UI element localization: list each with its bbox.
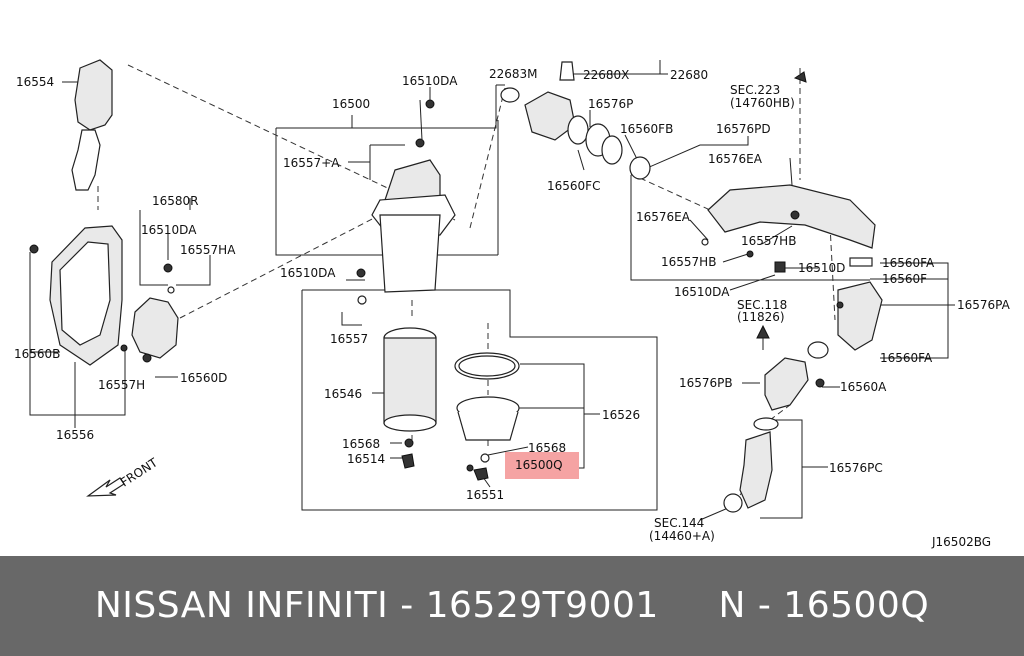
footer-bar: NISSAN INFINITI - 16529T9001 N - 16500Q <box>0 556 1024 656</box>
footer-part-number: NISSAN INFINITI - 16529T9001 N - 16500Q <box>94 585 930 626</box>
label-22680: 22680 <box>670 68 708 82</box>
label-sec118-ref: (11826) <box>737 310 785 324</box>
label-16560A: 16560A <box>840 380 887 394</box>
label-16576PA: 16576PA <box>957 298 1011 312</box>
parts-diagram: 16554 16510DA 22683M 22680X 22680 16500 … <box>14 59 1011 549</box>
label-16576P: 16576P <box>588 97 633 111</box>
label-16526: 16526 <box>602 408 640 422</box>
front-arrow-icon <box>86 477 125 497</box>
label-16557HB-left: 16557HB <box>661 255 716 269</box>
part-16580R <box>131 297 179 359</box>
label-16560FB: 16560FB <box>620 122 673 136</box>
label-16576EA-left: 16576EA <box>636 210 691 224</box>
label-16580R: 16580R <box>152 194 199 208</box>
label-sec144-ref: (14460+A) <box>649 529 715 543</box>
label-16510DA-left: 16510DA <box>141 223 197 237</box>
label-16576PC: 16576PC <box>829 461 883 475</box>
label-16568-right: 16568 <box>528 441 566 455</box>
part-16554 <box>74 59 113 131</box>
label-16554: 16554 <box>16 75 54 89</box>
label-sec223-ref: (14760HB) <box>730 96 795 110</box>
label-front: FRONT <box>118 455 161 489</box>
label-sec223: SEC.223 <box>730 83 780 97</box>
part-16576PB <box>764 357 809 411</box>
highlight-16500Q <box>505 452 579 479</box>
label-16560FC: 16560FC <box>547 179 600 193</box>
label-diagram-code: J16502BG <box>931 535 991 549</box>
label-16557: 16557 <box>330 332 368 346</box>
diagram-canvas: 16554 16510DA 22683M 22680X 22680 16500 … <box>14 59 1011 549</box>
label-16560FA-top: 16560FA <box>882 256 935 270</box>
label-16557HA: 16557HA <box>180 243 236 257</box>
label-16510DA-top: 16510DA <box>402 74 458 88</box>
part-16576PC <box>739 431 773 509</box>
label-16557H: 16557H <box>98 378 145 392</box>
label-16514: 16514 <box>347 452 385 466</box>
label-16560D: 16560D <box>180 371 227 385</box>
label-16546: 16546 <box>324 387 362 401</box>
label-16551: 16551 <box>466 488 504 502</box>
part-16576P <box>524 91 576 141</box>
label-sec118: SEC.118 <box>737 298 787 312</box>
label-16576EA-top: 16576EA <box>708 152 763 166</box>
label-16576PB: 16576PB <box>679 376 733 390</box>
label-16560F: 16560F <box>882 272 927 286</box>
leader-lines <box>29 60 955 521</box>
label-16568-left: 16568 <box>342 437 380 451</box>
label-16560FA-bottom: 16560FA <box>880 351 933 365</box>
part-16576PA <box>837 281 883 351</box>
label-sec144: SEC.144 <box>654 516 704 530</box>
label-16557A: 16557+A <box>283 156 340 170</box>
label-16510D: 16510D <box>798 261 845 275</box>
label-16556: 16556 <box>56 428 94 442</box>
label-16510DA-right: 16510DA <box>674 285 730 299</box>
label-16510DA-mid: 16510DA <box>280 266 336 280</box>
label-16557HB-right: 16557HB <box>741 234 796 248</box>
label-16576PD: 16576PD <box>716 122 771 136</box>
label-22680X: 22680X <box>583 68 629 82</box>
label-22683M: 22683M <box>489 67 538 81</box>
part-labels: 16554 16510DA 22683M 22680X 22680 16500 … <box>14 67 1011 549</box>
label-16500: 16500 <box>332 97 370 111</box>
label-16560B: 16560B <box>14 347 60 361</box>
label-16500Q: 16500Q <box>515 458 563 472</box>
part-drawings <box>29 59 883 513</box>
